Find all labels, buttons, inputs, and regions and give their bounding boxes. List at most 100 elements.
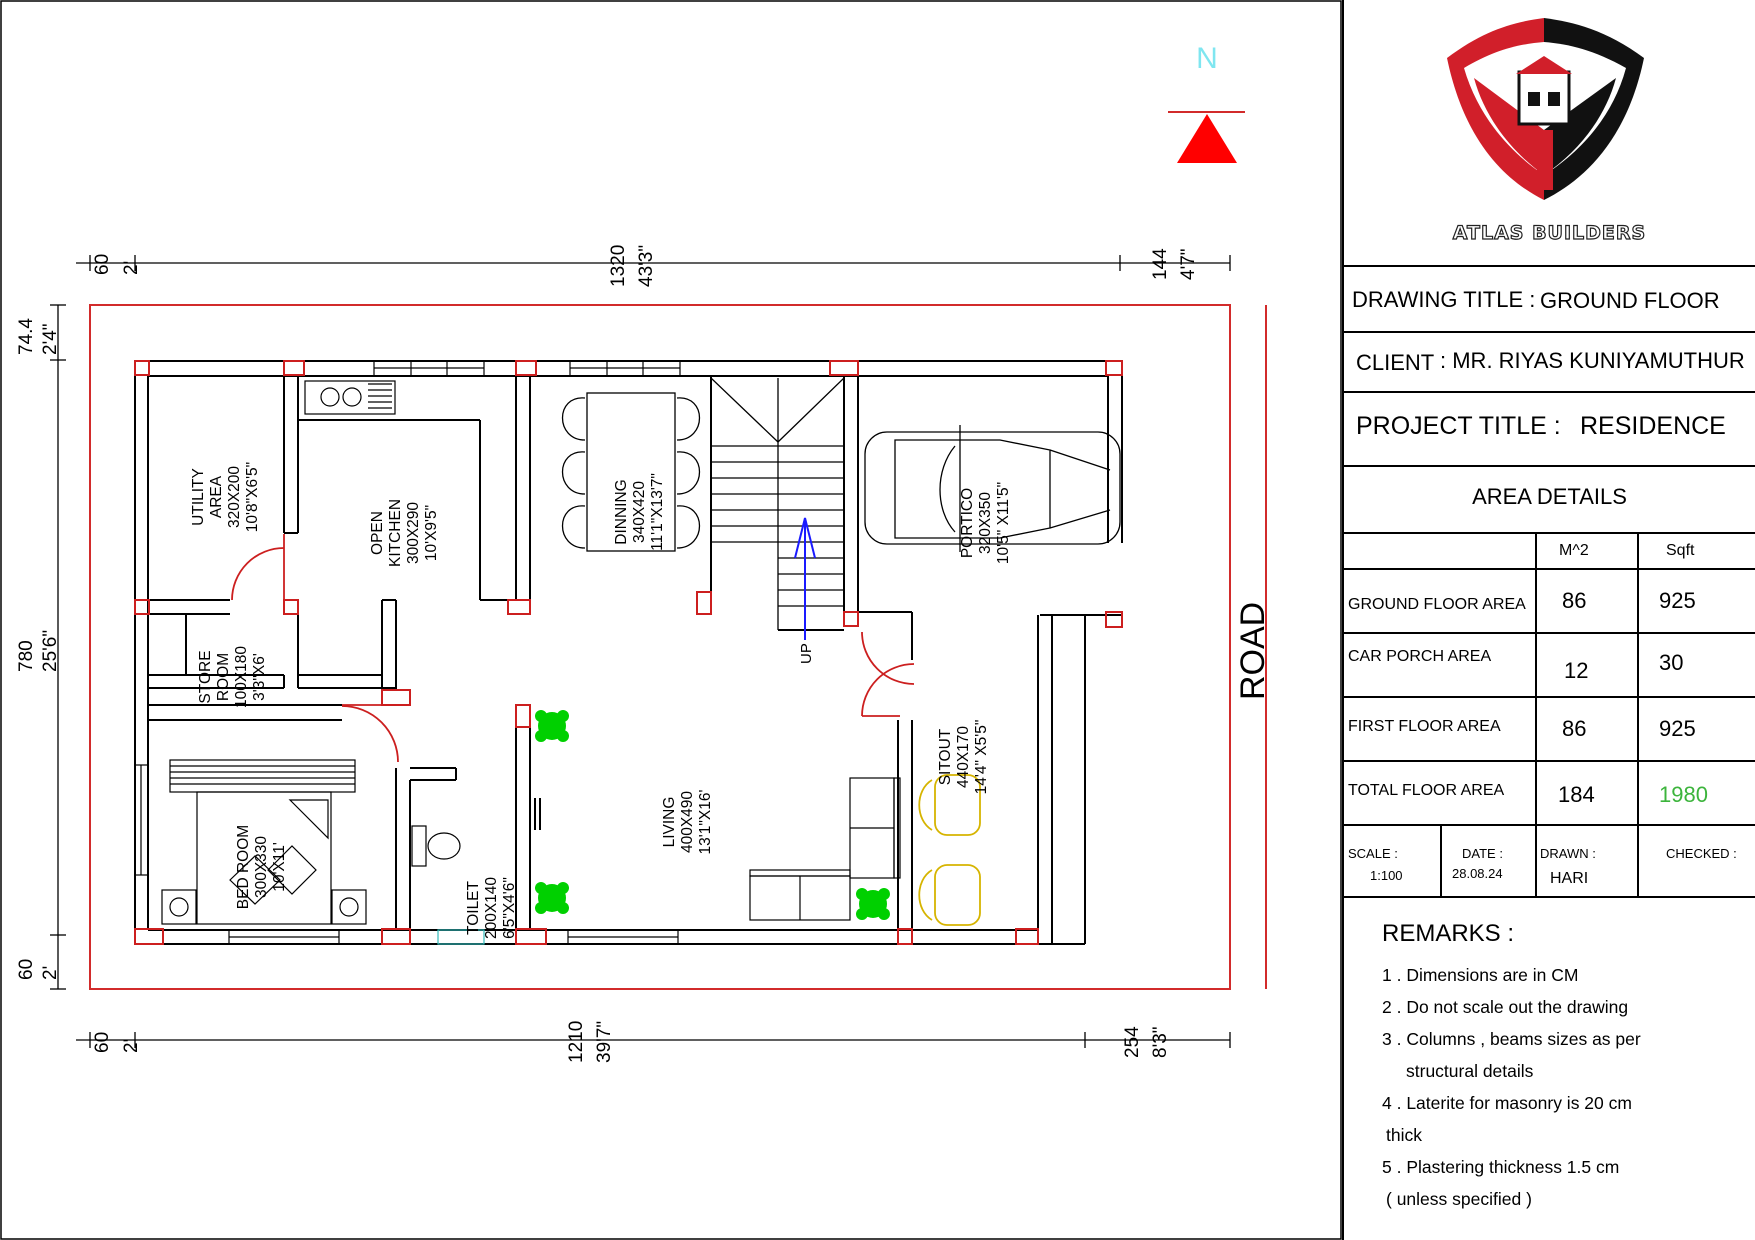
- dining-table-icon: [562, 392, 700, 552]
- area-row-label: CAR PORCH AREA: [1348, 648, 1492, 665]
- chair-icon: [918, 774, 981, 926]
- doors: [231, 534, 915, 763]
- area-row-m2: 184: [1558, 782, 1595, 807]
- dimension-left: [50, 304, 66, 990]
- remark-item: 1 . Dimensions are in CM: [1382, 965, 1579, 985]
- area-row: CAR PORCH AREA 12 30: [1344, 634, 1755, 698]
- room-label-portico: 320X350: [977, 492, 994, 554]
- area-row-label: GROUND FLOOR AREA: [1348, 596, 1526, 613]
- room-label-store: 100X180: [233, 646, 250, 708]
- tv-icon: [534, 798, 541, 830]
- room-label-kitchen: KITCHEN: [387, 499, 404, 567]
- drawn-value: HARI: [1550, 870, 1589, 887]
- remark-item: ( unless specified ): [1386, 1189, 1532, 1209]
- area-table-header: M^2 Sqft: [1344, 534, 1755, 570]
- date-label: DATE :: [1462, 846, 1503, 861]
- remark-item: 3 . Columns , beams sizes as per: [1382, 1029, 1641, 1049]
- logo-text: ATLAS BUILDERS: [1452, 221, 1647, 244]
- dim-left-3-cm: 60: [16, 959, 37, 980]
- scale-value: 1:100: [1370, 868, 1403, 883]
- room-label-kitchen: 300X290: [405, 502, 422, 564]
- checked-label: CHECKED :: [1666, 846, 1737, 861]
- room-label-sitout: 14'4" X5'5": [973, 720, 990, 795]
- drawing-title-row: DRAWING TITLE : GROUND FLOOR: [1344, 265, 1755, 333]
- dim-top-3-ft: 4'7": [1178, 248, 1199, 280]
- room-label-bedroom: BED ROOM: [235, 825, 252, 909]
- area-row-total: TOTAL FLOOR AREA 184 1980: [1344, 762, 1755, 826]
- title-block: ATLAS BUILDERS DRAWING TITLE : GROUND FL…: [1342, 0, 1755, 1240]
- remark-item: 5 . Plastering thickness 1.5 cm: [1382, 1157, 1620, 1177]
- drawing-title-label: DRAWING TITLE :: [1352, 287, 1536, 312]
- area-row-label: FIRST FLOOR AREA: [1348, 718, 1501, 735]
- remark-item: structural details: [1406, 1061, 1534, 1081]
- room-label-utility: AREA: [208, 475, 225, 518]
- client-label: CLIENT: [1356, 350, 1435, 375]
- dim-top-1-ft: 2': [121, 261, 142, 275]
- bed-icon: [161, 759, 367, 925]
- dim-top-2-cm: 1320: [608, 245, 629, 287]
- area-row-sqft: 925: [1659, 716, 1696, 741]
- plot-boundary: [89, 304, 1231, 990]
- area-row-sqft: 925: [1659, 588, 1696, 613]
- area-col-sqft: Sqft: [1666, 542, 1695, 559]
- meta-row: SCALE : 1:100 DATE : 28.08.24 DRAWN : HA…: [1344, 826, 1755, 898]
- room-label-living: LIVING: [661, 797, 678, 848]
- remarks-title: REMARKS :: [1382, 920, 1515, 947]
- remark-item: thick: [1386, 1125, 1422, 1145]
- area-row-m2: 86: [1562, 588, 1587, 613]
- area-col-m2: M^2: [1559, 542, 1589, 559]
- dimension-top: [76, 255, 1231, 271]
- dim-bottom-3-ft: 8'3": [1150, 1026, 1171, 1058]
- room-label-toilet: 6'5"X4'6": [501, 877, 518, 939]
- remark-item: 4 . Laterite for masonry is 20 cm: [1382, 1093, 1632, 1113]
- dim-bottom-1-ft: 2': [121, 1039, 142, 1053]
- room-label-portico: 10'5" X11'5": [995, 482, 1012, 564]
- area-details-heading: AREA DETAILS: [1472, 484, 1627, 509]
- drawn-label: DRAWN :: [1540, 846, 1596, 861]
- room-label-kitchen: 10'X9'5": [423, 505, 440, 561]
- area-row: GROUND FLOOR AREA 86 925: [1344, 570, 1755, 634]
- room-label-sitout: SITOUT: [937, 728, 954, 785]
- room-label-dinning: DINNING: [613, 479, 630, 544]
- logo: ATLAS BUILDERS: [1344, 0, 1755, 267]
- dim-left-1-cm: 74.4: [16, 318, 37, 355]
- dim-top-2-ft: 43'3": [636, 245, 657, 287]
- sink-icon: [304, 380, 396, 415]
- area-row-sqft: 1980: [1659, 782, 1708, 807]
- floor-plan: N ROAD 60 2' 1320 43'3" 144 4'7" 60 2' 1…: [0, 0, 1342, 1240]
- dim-bottom-1-cm: 60: [92, 1032, 113, 1053]
- area-row-m2: 12: [1564, 658, 1589, 683]
- dim-left-1-ft: 2'4": [40, 323, 61, 355]
- area-row-sqft: 30: [1659, 650, 1684, 675]
- room-label-toilet: 200X140: [483, 877, 500, 939]
- sheet-border: [0, 0, 1342, 1240]
- room-label-bedroom: 300X330: [253, 836, 270, 898]
- room-label-living: 400X490: [679, 791, 696, 853]
- windows: [134, 360, 681, 945]
- room-label-store: STORE: [197, 650, 214, 703]
- scale-label: SCALE :: [1348, 846, 1398, 861]
- room-label-utility: 320X200: [226, 466, 243, 528]
- client-row: CLIENT : MR. RIYAS KUNIYAMUTHUR: [1344, 333, 1755, 393]
- north-arrow-icon: N: [1168, 42, 1245, 163]
- dim-left-3-ft: 2': [40, 966, 61, 980]
- room-label-store: ROOM: [215, 653, 232, 701]
- room-label-sitout: 440X170: [955, 726, 972, 788]
- project-title-value: RESIDENCE: [1580, 412, 1726, 440]
- area-row-m2: 86: [1562, 716, 1587, 741]
- drawing-title-value: GROUND FLOOR: [1540, 288, 1720, 313]
- dim-top-1-cm: 60: [92, 254, 113, 275]
- room-label-dinning: 11'1"X13'7": [649, 473, 666, 551]
- stair-up-arrow-icon: [794, 517, 816, 640]
- dim-bottom-3-cm: 254: [1122, 1026, 1143, 1058]
- shield-logo-icon: [1447, 18, 1644, 200]
- room-label-utility: 10'8"X6'5": [244, 462, 261, 532]
- dim-bottom-2-cm: 1210: [566, 1021, 587, 1063]
- dim-top-3-cm: 144: [1150, 248, 1171, 280]
- room-label-portico: PORTICO: [959, 488, 976, 558]
- remark-item: 2 . Do not scale out the drawing: [1382, 997, 1629, 1017]
- room-label-kitchen: OPEN: [369, 511, 386, 555]
- room-label-dinning: 340X420: [631, 481, 648, 543]
- room-label-living: 13'1"X16': [697, 790, 714, 855]
- area-row-label: TOTAL FLOOR AREA: [1348, 782, 1505, 799]
